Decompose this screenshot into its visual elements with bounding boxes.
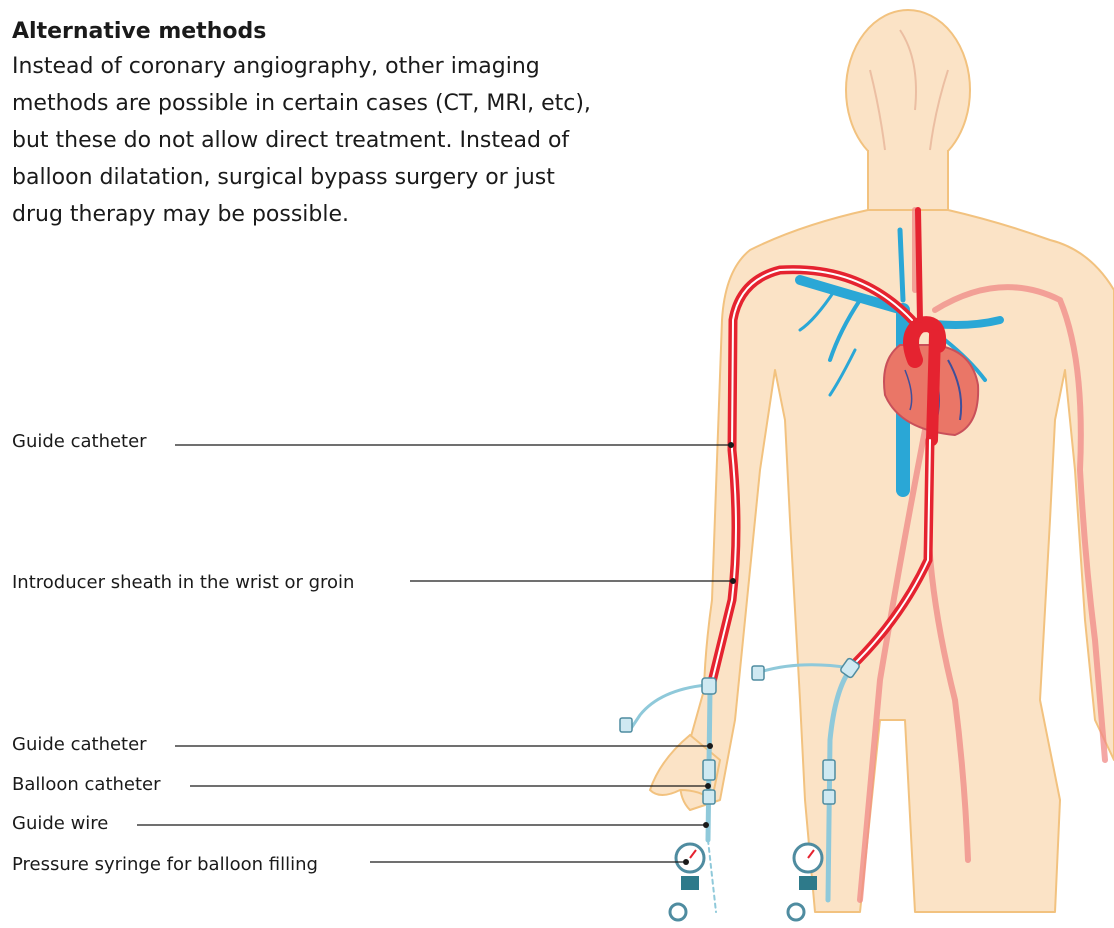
label-guide-wire: Guide wire bbox=[12, 813, 108, 835]
pressure-syringe-left bbox=[670, 844, 704, 920]
label-guide-catheter-upper: Guide catheter bbox=[12, 431, 147, 453]
label-balloon-catheter: Balloon catheter bbox=[12, 774, 161, 796]
body-silhouette bbox=[650, 10, 1114, 912]
leader-lines bbox=[137, 445, 733, 862]
label-introducer-sheath: Introducer sheath in the wrist or groin bbox=[12, 572, 354, 594]
label-pressure-syringe: Pressure syringe for balloon filling bbox=[12, 854, 318, 876]
label-guide-catheter-lower: Guide catheter bbox=[12, 734, 147, 756]
